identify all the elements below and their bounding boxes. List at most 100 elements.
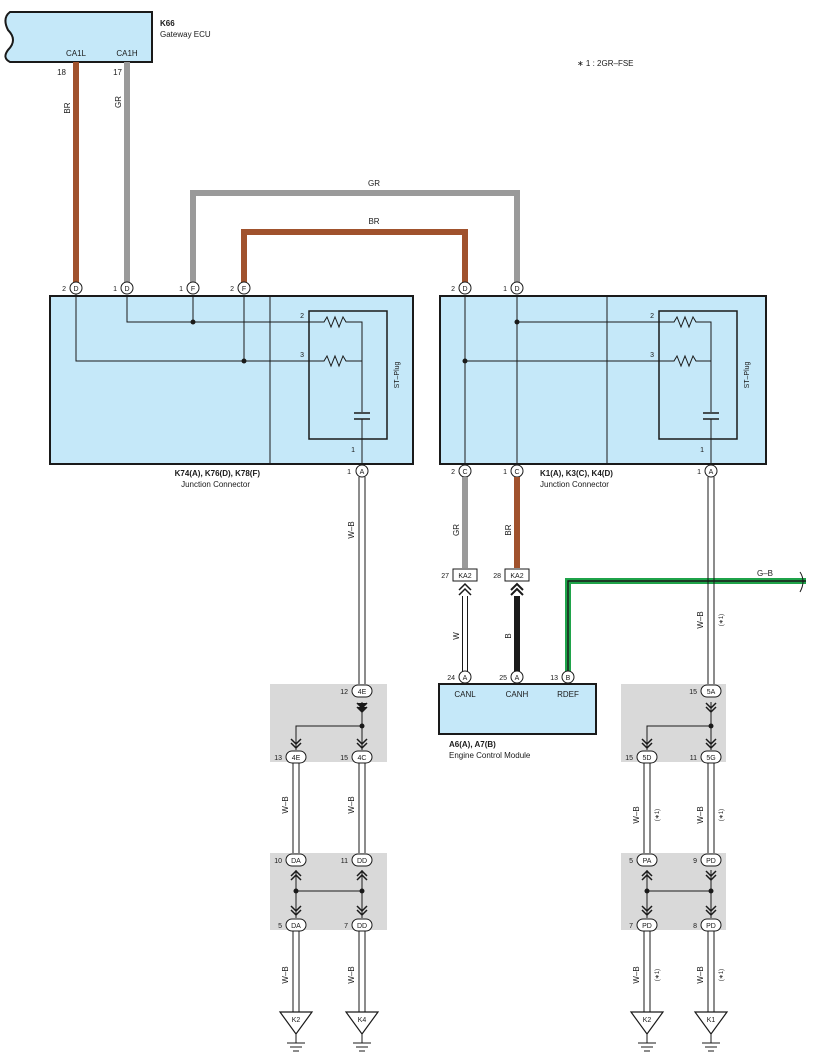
svg-text:W–B: W–B xyxy=(696,611,705,628)
svg-text:B: B xyxy=(504,633,513,638)
svg-text:13: 13 xyxy=(274,755,282,762)
svg-text:W–B: W–B xyxy=(347,796,356,813)
svg-text:11: 11 xyxy=(341,858,348,865)
jc-left-plug-label: ST–Plug xyxy=(394,361,401,388)
svg-text:KA2: KA2 xyxy=(458,573,471,580)
svg-text:2: 2 xyxy=(300,313,304,320)
ka2-connector-27: KA2 27 xyxy=(441,568,478,596)
jc-right-pin-c2: C 2 xyxy=(451,464,472,478)
svg-text:K1: K1 xyxy=(707,1017,716,1024)
svg-text:K2: K2 xyxy=(643,1017,652,1024)
svg-text:8: 8 xyxy=(693,923,697,930)
wire-label-gr-ecu: GR xyxy=(114,96,123,108)
wb-wires xyxy=(292,477,715,1012)
svg-text:W: W xyxy=(452,632,461,640)
splice-right-lower: PA 5 PD 9 PD 7 PD 8 xyxy=(621,853,726,932)
svg-text:A: A xyxy=(709,469,714,476)
ecm-box xyxy=(438,683,597,735)
jc-left-pin-f2: F 2 xyxy=(230,281,251,295)
svg-text:C: C xyxy=(514,469,519,476)
ground-k1: K1 xyxy=(693,1011,729,1052)
svg-text:(∗1): (∗1) xyxy=(655,969,661,981)
ground-k2-right: K2 xyxy=(629,1011,665,1052)
ecm-pin-canh: A 25 xyxy=(499,670,524,684)
svg-text:A: A xyxy=(463,675,468,682)
svg-text:W–B: W–B xyxy=(347,966,356,983)
svg-text:K4: K4 xyxy=(358,1017,367,1024)
svg-text:1: 1 xyxy=(113,286,117,293)
svg-text:5G: 5G xyxy=(706,755,715,762)
svg-text:W–B: W–B xyxy=(281,966,290,983)
svg-text:2: 2 xyxy=(62,286,66,293)
jc-left-ids: K74(A), K76(D), K78(F) xyxy=(175,469,261,478)
gateway-ecu-box xyxy=(4,11,153,63)
svg-text:7: 7 xyxy=(629,923,633,930)
ecu-pin-num-18: 18 xyxy=(57,68,66,77)
svg-text:(∗1): (∗1) xyxy=(655,809,661,821)
svg-text:PD: PD xyxy=(706,858,716,865)
jc-left-name: Junction Connector xyxy=(181,480,250,489)
svg-text:1: 1 xyxy=(179,286,183,293)
ecu-name: Gateway ECU xyxy=(160,30,211,39)
jc-right-pin-d2: D 2 xyxy=(451,281,472,295)
jc-right-box xyxy=(439,295,767,465)
wire-gr-bridge xyxy=(190,190,520,283)
svg-text:1: 1 xyxy=(697,469,701,476)
ecm-pin-rdef: B 13 xyxy=(550,670,575,684)
wire-label-gr-bridge: GR xyxy=(368,179,380,188)
svg-text:PD: PD xyxy=(706,923,716,930)
svg-text:5: 5 xyxy=(278,923,282,930)
jc-left-pin-d1: D 1 xyxy=(113,281,134,295)
jc-left-pin-a1: A 1 xyxy=(347,464,369,478)
svg-text:CANL: CANL xyxy=(454,690,476,699)
svg-text:1: 1 xyxy=(351,447,355,454)
svg-text:BR: BR xyxy=(504,524,513,535)
svg-text:G–B: G–B xyxy=(757,569,773,578)
jc-left-box xyxy=(49,295,414,465)
svg-text:D: D xyxy=(514,286,519,293)
svg-text:15: 15 xyxy=(340,755,348,762)
svg-text:2: 2 xyxy=(451,469,455,476)
svg-text:DD: DD xyxy=(357,923,367,930)
svg-text:2: 2 xyxy=(230,286,234,293)
svg-text:W–B: W–B xyxy=(696,966,705,983)
svg-text:13: 13 xyxy=(550,675,558,682)
svg-text:W–B: W–B xyxy=(632,966,641,983)
jc-left-pin-d2: D 2 xyxy=(62,281,83,296)
jc-right-plug-label: ST–Plug xyxy=(744,361,751,388)
jc-right-pin-a1: A 1 xyxy=(697,464,718,478)
svg-text:B: B xyxy=(566,675,571,682)
svg-text:5A: 5A xyxy=(707,689,716,696)
svg-text:PD: PD xyxy=(642,923,652,930)
svg-text:DD: DD xyxy=(357,858,367,865)
svg-text:9: 9 xyxy=(693,858,697,865)
svg-text:(∗1): (∗1) xyxy=(719,969,725,981)
svg-text:1: 1 xyxy=(347,469,351,476)
ecm-ids: A6(A), A7(B) xyxy=(449,740,496,749)
ecm-pin-canl: A 24 xyxy=(447,670,472,684)
svg-text:4C: 4C xyxy=(358,755,367,762)
svg-text:A: A xyxy=(360,469,365,476)
svg-text:RDEF: RDEF xyxy=(557,690,579,699)
svg-text:GR: GR xyxy=(452,524,461,536)
svg-text:CANH: CANH xyxy=(506,690,529,699)
svg-text:25: 25 xyxy=(499,675,507,682)
svg-text:28: 28 xyxy=(493,573,501,580)
wire-br-bridge xyxy=(241,229,468,283)
splice-left-upper: 4E 12 4E 13 4C 15 xyxy=(270,684,387,764)
svg-text:W–B: W–B xyxy=(696,806,705,823)
jc-left-pin-f1: F 1 xyxy=(179,281,200,295)
svg-text:12: 12 xyxy=(340,689,348,696)
jc-left-st-plug xyxy=(308,310,388,440)
svg-text:W–B: W–B xyxy=(281,796,290,813)
svg-text:2: 2 xyxy=(451,286,455,293)
svg-text:10: 10 xyxy=(274,858,282,865)
svg-text:F: F xyxy=(242,286,246,293)
svg-text:C: C xyxy=(462,469,467,476)
svg-text:PA: PA xyxy=(643,858,652,865)
svg-text:4E: 4E xyxy=(358,689,367,696)
svg-text:7: 7 xyxy=(344,923,348,930)
svg-text:DA: DA xyxy=(291,923,301,930)
svg-text:4E: 4E xyxy=(292,755,301,762)
